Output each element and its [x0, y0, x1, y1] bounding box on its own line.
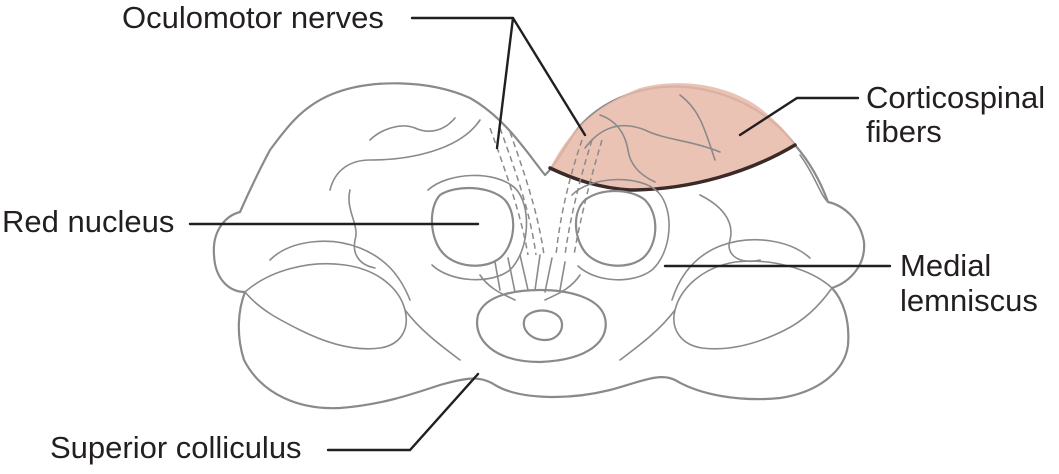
oculomotor-fibers-left-2	[499, 127, 537, 256]
crus-internal-line-right-3	[679, 94, 716, 161]
tegmental-line-left	[404, 309, 461, 361]
right-crus-side-line	[799, 154, 829, 203]
left-lateral-lobe	[244, 262, 407, 350]
oculomotor-fibers-right-1	[555, 139, 583, 256]
crus-internal-line-left-2	[369, 117, 456, 141]
label-red-nucleus: Red nucleus	[2, 204, 175, 239]
right-crus-internal-lines	[699, 194, 761, 262]
tegmental-line-right	[619, 309, 676, 361]
crus-internal-line-left-1	[329, 119, 481, 191]
tegmentum-structures-right	[534, 254, 581, 301]
label-medial-line2: lemniscus	[900, 283, 1038, 318]
red-nucleus-right-shape	[574, 190, 657, 267]
crus-internal-line-right-1	[584, 124, 721, 153]
left-lateral-lobe-inner	[269, 240, 411, 301]
label-corticospinal-line1: Corticospinal	[866, 80, 1046, 115]
corticospinal-leader-line	[738, 96, 860, 137]
crus-internal-line-right-2	[599, 114, 656, 183]
periaqueductal-grey	[475, 288, 607, 364]
label-medial-line1: Medial	[900, 248, 992, 283]
right-lateral-lobe	[673, 260, 833, 350]
corticospinal-fibers-region	[550, 83, 795, 190]
red-nucleus-right-capsule	[571, 178, 670, 281]
red-nucleus-left-capsule	[427, 174, 528, 281]
oculomotor-fibers-right-2	[564, 139, 593, 256]
oculomotor-fibers-right-3	[573, 139, 603, 256]
crus-internal-line-left-3	[348, 189, 376, 269]
midbrain-outer-outline	[212, 82, 866, 410]
oculomotor-leader-line	[410, 16, 587, 150]
tegmentum-structures-left	[479, 254, 529, 301]
oculomotor-fibers-left-1	[489, 127, 529, 256]
cerebral-aqueduct	[522, 309, 564, 342]
label-oculomotor-nerves: Oculomotor nerves	[122, 0, 384, 35]
label-corticospinal-line2: fibers	[866, 114, 942, 149]
superior-colliculus-leader-line	[326, 372, 480, 452]
red-nucleus-left-shape	[430, 186, 515, 267]
oculomotor-fibers-left-3	[509, 131, 545, 256]
label-superior-colliculus: Superior colliculus	[50, 430, 302, 465]
corticospinal-boundary-line	[548, 143, 797, 192]
right-lateral-lobe-inner	[671, 239, 811, 301]
